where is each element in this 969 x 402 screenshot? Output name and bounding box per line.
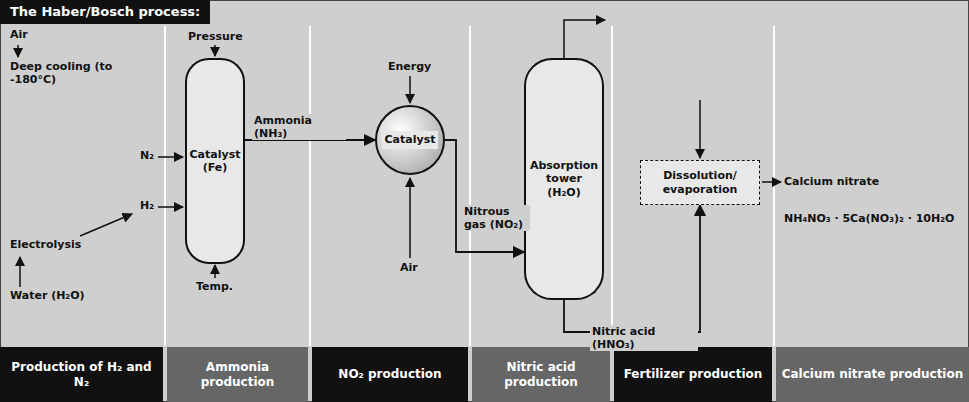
process-label: Temp. (196, 280, 233, 293)
title-band: The Haber/Bosch process: (0, 0, 210, 24)
process-label: Water (H₂O) (10, 289, 85, 302)
stage-band: Calcium nitrate production (776, 347, 969, 402)
process-label: Electrolysis (10, 238, 81, 251)
process-label: Calcium nitrate (784, 175, 879, 188)
node-text: Absorption tower (H₂O) (526, 157, 602, 201)
process-label: Air (400, 261, 418, 274)
absorption-tower: Absorption tower (H₂O) (524, 58, 604, 300)
feed-arrow (699, 100, 701, 158)
stage-band: Nitric acid production (472, 347, 610, 402)
air-arrow (409, 178, 411, 258)
node-text: Calcium nitrate production (779, 365, 967, 383)
water-arrow (19, 257, 21, 287)
electrolysis-arrow (80, 214, 132, 236)
process-label: Deep cooling (to -180°C) (10, 60, 150, 86)
process-label: N₂ (140, 149, 154, 162)
flow-connector (445, 140, 524, 252)
node-text: Catalyst (Fe) (187, 146, 244, 176)
stage-band: NO₂ production (312, 347, 468, 402)
temp-arrow (214, 265, 216, 278)
pressure-arrow (214, 45, 216, 56)
column-dividers (165, 26, 774, 346)
node-text: Catalyst (382, 131, 439, 148)
node-text: Dissolution/ evaporation (641, 167, 759, 197)
process-label: H₂ (140, 199, 154, 212)
node-text: Ammonia production (167, 358, 308, 391)
product-arrow (762, 181, 781, 183)
air-arrow (17, 45, 19, 57)
flow-arrows (18, 20, 781, 287)
node-text: Production of H₂ and N₂ (0, 358, 163, 391)
stage-band: Ammonia production (167, 347, 308, 402)
process-label: Air (10, 28, 28, 41)
stage-band: Fertilizer production (614, 347, 772, 402)
chemical-formula: NH₄NO₃ · 5Ca(NO₃)₂ · 10H₂O (784, 212, 954, 225)
n2-arrow (158, 156, 183, 158)
process-label: Energy (388, 60, 431, 73)
exhaust-pipe (564, 20, 605, 58)
edge-label: Nitric acid (HNO₃) (590, 325, 698, 351)
h2-arrow (158, 206, 183, 208)
process-box: Dissolution/ evaporation (640, 160, 760, 205)
edge-label: Nitrous gas (NO₂) (462, 205, 530, 231)
process-label: Pressure (188, 30, 243, 43)
stage-band: Production of H₂ and N₂ (0, 347, 163, 402)
edge-label: Ammonia (NH₃) (252, 114, 346, 140)
catalyst-sphere: Catalyst (375, 105, 445, 175)
energy-arrow (409, 76, 411, 103)
node-text: NO₂ production (335, 365, 444, 383)
node-text: Fertilizer production (621, 365, 766, 383)
reactor-vessel: Catalyst (Fe) (185, 58, 245, 264)
node-text: Nitric acid production (472, 358, 610, 391)
